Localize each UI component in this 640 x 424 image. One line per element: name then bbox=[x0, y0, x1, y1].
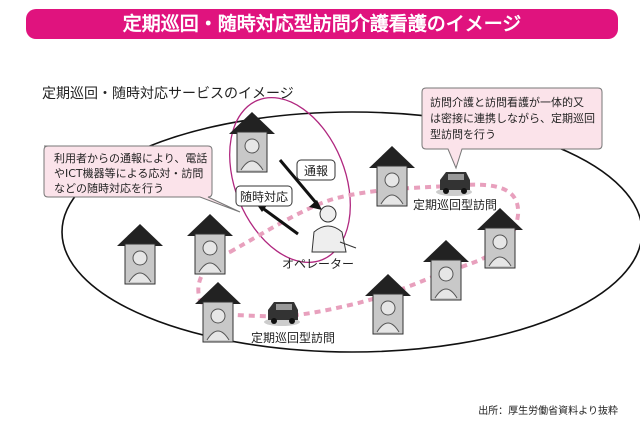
car-icon bbox=[264, 302, 300, 326]
house-icon bbox=[369, 146, 415, 207]
operator-icon bbox=[311, 205, 357, 253]
house-icon bbox=[117, 224, 163, 285]
page-title: 定期巡回・随時対応型訪問介護看護のイメージ bbox=[26, 9, 618, 39]
house-icon bbox=[365, 274, 411, 335]
house-icon bbox=[187, 214, 233, 275]
report-arrowhead bbox=[309, 200, 322, 210]
house-icon bbox=[477, 208, 523, 269]
response-label: 随時対応 bbox=[240, 189, 288, 204]
svg-text:やICT機器等による応対・訪問: やICT機器等による応対・訪問 bbox=[54, 166, 203, 180]
operator-label: オペレーター bbox=[282, 257, 354, 271]
subtitle: 定期巡回・随時対応サービスのイメージ bbox=[42, 86, 294, 102]
visit-label-top: 定期巡回型訪問 bbox=[413, 197, 497, 212]
svg-text:は密接に連携しながら、定期巡回: は密接に連携しながら、定期巡回 bbox=[430, 111, 595, 125]
svg-text:などの随時対応を行う: などの随時対応を行う bbox=[54, 181, 164, 195]
report-arrow bbox=[278, 159, 319, 205]
response-arrow bbox=[260, 205, 299, 236]
report-label: 通報 bbox=[304, 164, 328, 178]
source-note: 出所：厚生労働省資料より抜粋 bbox=[478, 404, 618, 417]
service-area-ellipse bbox=[61, 111, 640, 353]
car-icon bbox=[436, 172, 472, 196]
patrol-route bbox=[196, 182, 521, 319]
callout-left: 利用者からの通報により、電話 やICT機器等による応対・訪問 などの随時対応を行… bbox=[43, 145, 241, 213]
house-icon bbox=[195, 282, 241, 343]
house-icon bbox=[423, 240, 469, 301]
report-label-box bbox=[296, 159, 336, 181]
svg-text:利用者からの通報により、電話: 利用者からの通報により、電話 bbox=[54, 151, 207, 165]
response-label-box bbox=[235, 185, 293, 207]
visit-label-bottom: 定期巡回型訪問 bbox=[251, 330, 335, 345]
callout-right: 訪問介護と訪問看護が一体的又 は密接に連携しながら、定期巡回 型訪問を行う bbox=[421, 87, 603, 170]
svg-text:型訪問を行う: 型訪問を行う bbox=[430, 127, 496, 141]
svg-text:訪問介護と訪問看護が一体的又: 訪問介護と訪問看護が一体的又 bbox=[430, 95, 584, 109]
house-icon bbox=[229, 112, 275, 173]
